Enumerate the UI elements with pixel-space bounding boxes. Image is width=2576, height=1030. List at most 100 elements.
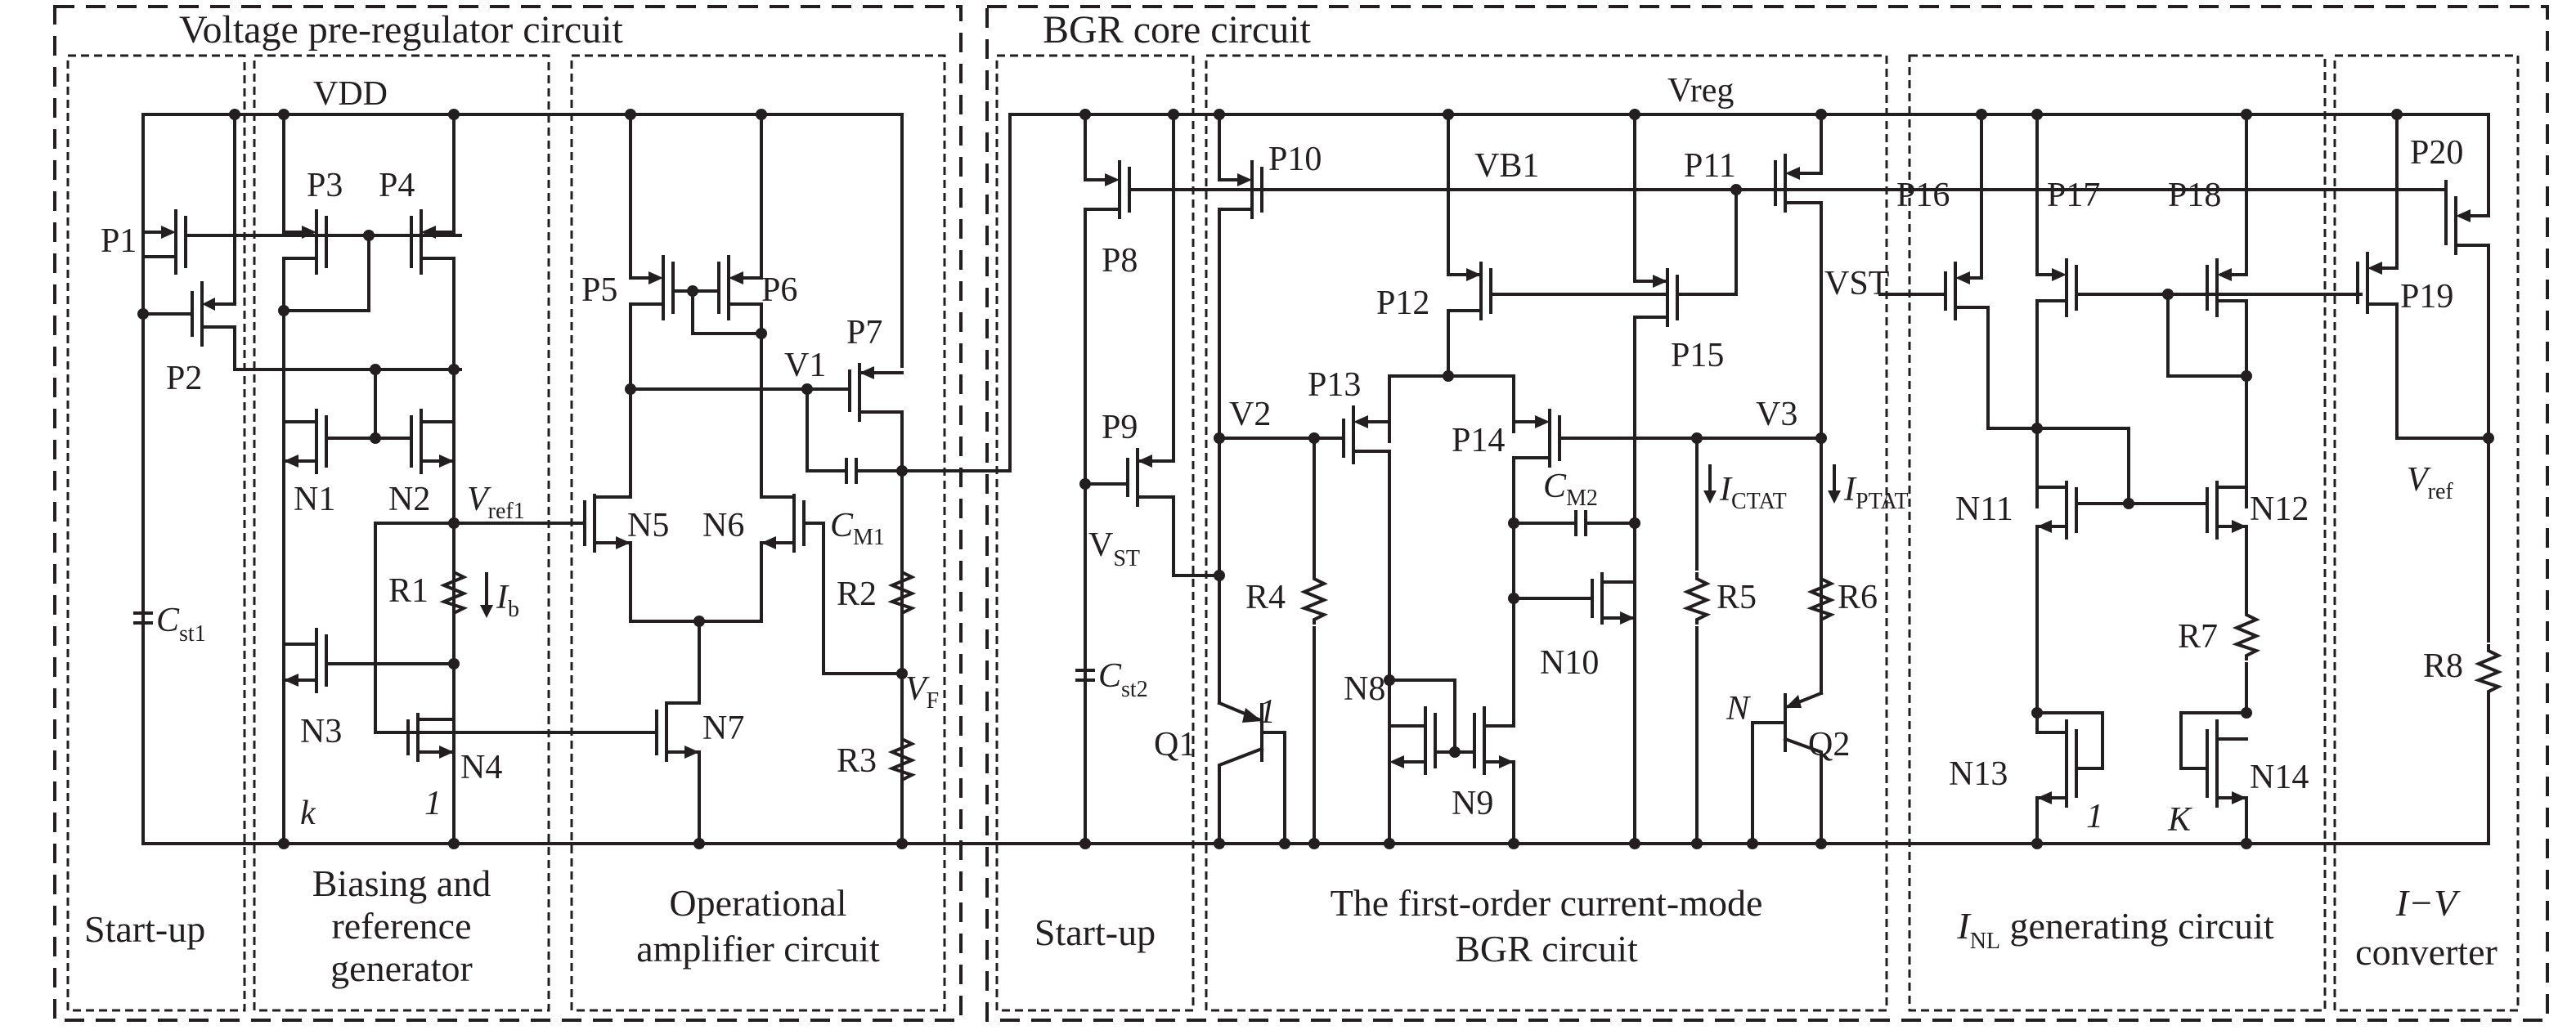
q1-ratio-label: 1 bbox=[1259, 693, 1276, 731]
R8-resistor bbox=[2477, 643, 2500, 698]
startup1-circuit bbox=[133, 109, 462, 845]
R6-label: R6 bbox=[1838, 579, 1878, 616]
V3-label: V3 bbox=[1756, 396, 1797, 433]
inl-circuit bbox=[1878, 109, 2363, 849]
vreg-label: Vreg bbox=[1667, 72, 1734, 110]
inl-label: INL generating circuit bbox=[1956, 905, 2273, 954]
P8-label: P8 bbox=[1102, 242, 1138, 280]
bgr-core-group-box bbox=[985, 5, 2549, 1022]
N4-label: N4 bbox=[460, 749, 502, 786]
opamp-circuit bbox=[583, 109, 908, 849]
P17-label: P17 bbox=[2047, 177, 2100, 214]
P18-label: P18 bbox=[2168, 177, 2221, 214]
N6-label: N6 bbox=[702, 507, 744, 544]
cm1-label: CM1 bbox=[830, 507, 885, 550]
n13-ratio-label: 1 bbox=[2086, 798, 2103, 835]
P15-label: P15 bbox=[1671, 337, 1724, 374]
R4-resistor bbox=[1303, 571, 1326, 626]
N13-label: N13 bbox=[1949, 755, 2008, 793]
P7-label: P7 bbox=[846, 314, 882, 352]
P3-label: P3 bbox=[307, 167, 343, 204]
vdd-label: VDD bbox=[313, 75, 388, 113]
biasing-box bbox=[253, 54, 550, 1012]
N5-label: N5 bbox=[627, 507, 669, 544]
N3-label: N3 bbox=[300, 713, 342, 750]
n14-ratio-label: K bbox=[2167, 801, 2192, 839]
bgr-core-title: BGR core circuit bbox=[1043, 8, 1312, 52]
vst-right-label: VST bbox=[1824, 265, 1889, 302]
P9-label: P9 bbox=[1102, 409, 1138, 446]
bgr-label-line2: BGR circuit bbox=[1455, 928, 1638, 970]
startup2-box bbox=[995, 54, 1195, 1012]
q2-ratio-label: N bbox=[1726, 690, 1751, 728]
n4-ratio-label: 1 bbox=[424, 785, 442, 822]
pre-regulator-group-box bbox=[53, 5, 963, 1022]
startup2-label: Start-up bbox=[1034, 911, 1156, 953]
R5-resistor bbox=[1685, 571, 1708, 626]
P10-label: P10 bbox=[1268, 141, 1322, 178]
vf-label: VF bbox=[905, 670, 939, 714]
bgr-label-line1: The first-order current-mode bbox=[1331, 882, 1763, 924]
V2-label: V2 bbox=[1229, 396, 1271, 433]
startup1-box bbox=[66, 54, 246, 1012]
opamp-label-line2: amplifier circuit bbox=[636, 928, 880, 970]
bgr-box bbox=[1205, 54, 1888, 1012]
vref1-label: Vref1 bbox=[467, 481, 525, 524]
R7-resistor bbox=[2235, 607, 2258, 662]
pre-regulator-title: Voltage pre-regulator circuit bbox=[179, 8, 624, 52]
P20-label: P20 bbox=[2410, 134, 2463, 172]
iptat-label: IPTAT bbox=[1843, 471, 1909, 514]
R7-label: R7 bbox=[2178, 618, 2218, 656]
R3-label: R3 bbox=[837, 742, 877, 780]
startup2-circuit bbox=[1075, 109, 2448, 849]
P19-label: P19 bbox=[2400, 278, 2453, 316]
VB1-label: VB1 bbox=[1474, 147, 1539, 185]
N2-label: N2 bbox=[388, 481, 430, 518]
Q1-label: Q1 bbox=[1154, 726, 1196, 764]
R8-label: R8 bbox=[2423, 647, 2463, 685]
N1-label: N1 bbox=[294, 481, 335, 518]
N12-label: N12 bbox=[2250, 490, 2309, 528]
R5-label: R5 bbox=[1717, 579, 1757, 616]
Q2-label: Q2 bbox=[1808, 726, 1850, 764]
vref-label: Vref bbox=[2407, 461, 2453, 504]
N10-label: N10 bbox=[1540, 644, 1599, 682]
opamp-box bbox=[570, 54, 946, 1012]
cm2-label: CM2 bbox=[1543, 468, 1598, 511]
iv-circuit bbox=[2356, 109, 2494, 845]
P12-label: P12 bbox=[1376, 284, 1429, 322]
biasing-label-line1: Biasing and bbox=[312, 862, 491, 904]
biasing-label-line3: generator bbox=[330, 947, 473, 989]
cst1-label: Cst1 bbox=[156, 602, 206, 647]
P4-label: P4 bbox=[379, 167, 415, 204]
N9-label: N9 bbox=[1452, 785, 1493, 822]
V1-label: V1 bbox=[784, 347, 826, 384]
P2-label: P2 bbox=[166, 360, 202, 397]
N14-label: N14 bbox=[2250, 759, 2309, 796]
n3-ratio-label: k bbox=[300, 795, 316, 832]
N8-label: N8 bbox=[1344, 670, 1385, 708]
P11-label: P11 bbox=[1684, 147, 1736, 185]
iv-box bbox=[2333, 54, 2520, 1012]
N11-label: N11 bbox=[1955, 490, 2013, 528]
cst2-label: Cst2 bbox=[1098, 657, 1148, 702]
inl-box bbox=[1908, 54, 2327, 1012]
iv-label-line1: I−V bbox=[2395, 882, 2461, 924]
P14-label: P14 bbox=[1452, 422, 1505, 459]
P1-label: P1 bbox=[101, 222, 137, 260]
P16-label: P16 bbox=[1896, 177, 1950, 214]
P13-label: P13 bbox=[1308, 366, 1361, 404]
iv-label-line2: converter bbox=[2355, 931, 2497, 973]
vst-label: VST bbox=[1088, 526, 1140, 571]
bgr-circuit bbox=[1214, 109, 1841, 849]
R2-label: R2 bbox=[837, 575, 877, 613]
N7-label: N7 bbox=[702, 710, 744, 747]
ictat-label: ICTAT bbox=[1719, 471, 1787, 514]
ib-label: Ib bbox=[496, 579, 519, 622]
P6-label: P6 bbox=[761, 271, 797, 309]
R4-label: R4 bbox=[1245, 579, 1286, 616]
opamp-label-line1: Operational bbox=[669, 882, 846, 924]
P5-label: P5 bbox=[581, 271, 617, 309]
R1-label: R1 bbox=[388, 572, 429, 610]
